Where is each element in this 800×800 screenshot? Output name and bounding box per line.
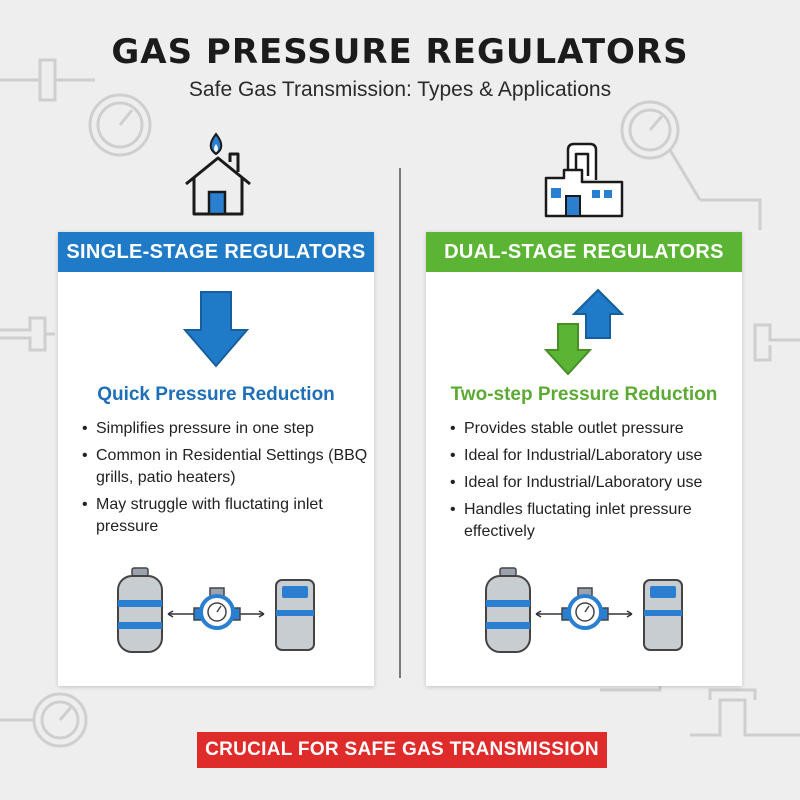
regulator-gauge-icon bbox=[193, 587, 241, 630]
dual-stage-heading: DUAL-STAGE REGULATORS bbox=[426, 232, 742, 272]
gas-cylinder-icon bbox=[117, 567, 163, 653]
list-item: Ideal for Industrial/Laboratory use bbox=[448, 445, 738, 467]
single-stage-heading: SINGLE-STAGE REGULATORS bbox=[58, 232, 374, 272]
list-item: Handles fluctating inlet pressure effect… bbox=[448, 499, 738, 543]
list-item: Ideal for Industrial/Laboratory use bbox=[448, 472, 738, 494]
single-stage-panel: SINGLE-STAGE REGULATORS Quick Pressure R… bbox=[58, 232, 374, 686]
dual-stage-subheading: Two-step Pressure Reduction bbox=[450, 384, 718, 405]
regulator-setup-illustration bbox=[485, 567, 683, 653]
list-item: Common in Residential Settings (BBQ gril… bbox=[80, 445, 370, 489]
list-item: May struggle with fluctating inlet press… bbox=[80, 494, 370, 538]
appliance-tank-icon bbox=[643, 579, 683, 651]
factory-icon bbox=[544, 142, 624, 218]
gas-cylinder-icon bbox=[485, 567, 531, 653]
dual-stage-bullet-list: Provides stable outlet pressure Ideal fo… bbox=[448, 418, 738, 548]
regulator-setup-illustration bbox=[117, 567, 315, 653]
footer-banner: CRUCIAL FOR SAFE GAS TRANSMISSION bbox=[197, 732, 607, 768]
single-stage-subheading: Quick Pressure Reduction bbox=[97, 384, 335, 405]
page-subtitle: Safe Gas Transmission: Types & Applicati… bbox=[188, 78, 612, 101]
appliance-tank-icon bbox=[275, 579, 315, 651]
dual-stage-panel: DUAL-STAGE REGULATORS Two-step Pressure … bbox=[426, 232, 742, 686]
arrow-down-icon bbox=[182, 291, 250, 368]
list-item: Simplifies pressure in one step bbox=[80, 418, 370, 440]
up-down-arrows-icon bbox=[543, 288, 625, 376]
house-flame-icon bbox=[185, 132, 251, 216]
page-title: GAS PRESSURE REGULATORS bbox=[111, 32, 689, 72]
single-stage-bullet-list: Simplifies pressure in one step Common i… bbox=[80, 418, 370, 543]
regulator-gauge-icon bbox=[561, 587, 609, 630]
center-divider bbox=[399, 168, 401, 678]
list-item: Provides stable outlet pressure bbox=[448, 418, 738, 440]
